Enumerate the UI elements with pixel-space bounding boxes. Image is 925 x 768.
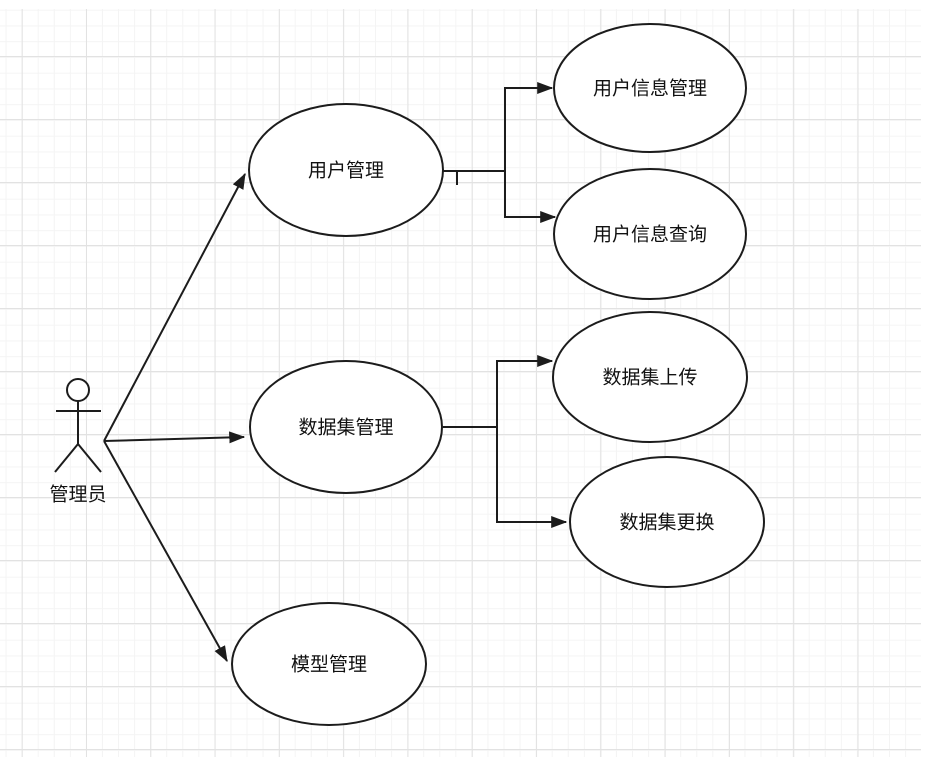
use-case-label: 用户信息管理 — [593, 78, 707, 100]
edges — [103, 82, 568, 663]
actor-head — [66, 378, 90, 402]
edge-user-mgmt-to-user-info-query[interactable] — [504, 171, 557, 223]
edge-dataset-mgmt-to-dataset-upload[interactable] — [496, 355, 554, 427]
actor-label: 管理员 — [49, 484, 106, 506]
use-case-label: 模型管理 — [291, 654, 367, 676]
use-case-model-mgmt[interactable]: 模型管理 — [231, 602, 427, 726]
use-case-ellipse — [249, 360, 443, 494]
edge-admin-to-user-mgmt[interactable] — [103, 172, 246, 442]
edge-dataset-mgmt-to-dataset-replace[interactable] — [496, 427, 568, 528]
use-case-label: 数据集上传 — [602, 367, 697, 389]
use-case-user-info-query[interactable]: 用户信息查询 — [553, 168, 747, 300]
edge-user-mgmt-to-user-info-mgmt[interactable] — [504, 82, 554, 171]
use-case-ellipse — [569, 456, 765, 588]
use-case-ellipse — [231, 602, 427, 726]
use-case-ellipse — [552, 311, 748, 443]
use-case-ellipse — [248, 103, 444, 237]
grid-background — [0, 9, 921, 757]
use-case-user-mgmt[interactable]: 用户管理 — [248, 103, 444, 237]
use-case-dataset-replace[interactable]: 数据集更换 — [569, 456, 765, 588]
edge-admin-to-model-mgmt[interactable] — [103, 440, 228, 663]
use-case-ellipse — [553, 23, 747, 153]
use-case-user-info-mgmt[interactable]: 用户信息管理 — [553, 23, 747, 153]
actor-left-leg — [54, 443, 79, 473]
use-case-label: 数据集更换 — [619, 512, 714, 534]
use-case-label: 数据集管理 — [298, 417, 393, 439]
actor-right-leg — [77, 443, 102, 473]
use-case-label: 用户管理 — [308, 160, 384, 182]
use-case-label: 用户信息查询 — [593, 224, 707, 246]
actor-admin[interactable]: 管理员 — [49, 378, 107, 506]
use-case-ellipse — [553, 168, 747, 300]
edge-admin-to-dataset-mgmt[interactable] — [103, 431, 246, 444]
use-case-dataset-upload[interactable]: 数据集上传 — [552, 311, 748, 443]
use-case-dataset-mgmt[interactable]: 数据集管理 — [249, 360, 443, 494]
